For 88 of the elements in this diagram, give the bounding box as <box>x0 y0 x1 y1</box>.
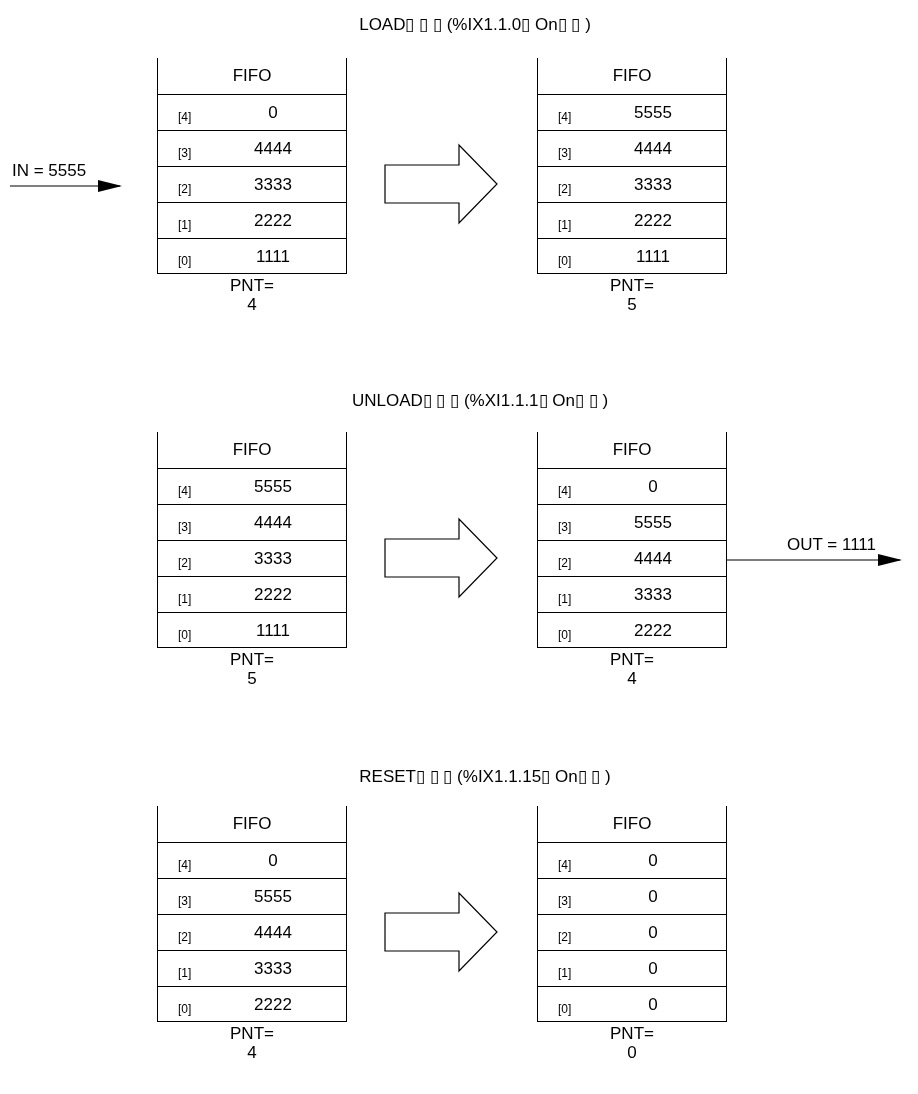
pointer-value: PNT= 5 <box>229 650 275 688</box>
cell-value: 5555 <box>253 475 293 498</box>
cell-value: 3333 <box>633 583 673 606</box>
table-header: FIFO <box>612 65 652 88</box>
cell-value: 4444 <box>633 137 673 160</box>
index-label: [0] <box>558 1001 572 1018</box>
index-label: [3] <box>558 893 572 910</box>
index-label: [3] <box>558 519 572 536</box>
cell-value: 0 <box>647 475 659 498</box>
fifo-table <box>537 432 727 648</box>
cell-value: 3333 <box>253 173 293 196</box>
index-label: [4] <box>178 857 192 874</box>
fifo-table <box>157 58 347 274</box>
section-title: UNLOAD▯ ▯ ▯ (%XI1.1.1▯ On▯ ▯ ) <box>351 390 609 412</box>
cell-value: 2222 <box>633 209 673 232</box>
cell-value: 3333 <box>253 957 293 980</box>
index-label: [1] <box>178 591 192 608</box>
cell-value: 4444 <box>633 547 673 570</box>
index-label: [2] <box>558 929 572 946</box>
table-header: FIFO <box>232 439 272 462</box>
index-label: [3] <box>178 893 192 910</box>
cell-value: 2222 <box>253 583 293 606</box>
index-label: [0] <box>178 627 192 644</box>
pointer-value: PNT= 4 <box>229 276 275 314</box>
block-arrow <box>384 143 498 225</box>
fifo-table <box>157 432 347 648</box>
block-arrow <box>384 517 498 599</box>
index-label: [1] <box>558 965 572 982</box>
index-label: [1] <box>558 217 572 234</box>
index-label: [4] <box>178 483 192 500</box>
cell-value: 0 <box>267 101 279 124</box>
cell-value: 1111 <box>254 619 291 642</box>
index-label: [0] <box>178 253 192 270</box>
cell-value: 4444 <box>253 921 293 944</box>
index-label: [2] <box>178 929 192 946</box>
fifo-table <box>537 58 727 274</box>
index-label: [0] <box>178 1001 192 1018</box>
cell-value: 0 <box>647 957 659 980</box>
cell-value: 0 <box>647 849 659 872</box>
cell-value: 5555 <box>633 511 673 534</box>
cell-value: 3333 <box>253 547 293 570</box>
cell-value: 0 <box>647 993 659 1016</box>
index-label: [4] <box>558 109 572 126</box>
index-label: [2] <box>178 181 192 198</box>
edge-label: IN = 5555 <box>12 160 87 182</box>
cell-value: 0 <box>647 921 659 944</box>
cell-value: 4444 <box>253 511 293 534</box>
section-title: LOAD▯ ▯ ▯ (%IX1.1.0▯ On▯ ▯ ) <box>359 14 591 36</box>
index-label: [1] <box>178 217 192 234</box>
index-label: [3] <box>178 519 192 536</box>
index-label: [3] <box>178 145 192 162</box>
block-arrow <box>384 891 498 973</box>
index-label: [4] <box>558 483 572 500</box>
cell-value: 1111 <box>254 245 291 268</box>
pointer-value: PNT= 5 <box>609 276 655 314</box>
table-header: FIFO <box>612 439 652 462</box>
fifo-table <box>157 806 347 1022</box>
index-label: [1] <box>558 591 572 608</box>
index-label: [0] <box>558 253 572 270</box>
index-label: [0] <box>558 627 572 644</box>
arrow <box>726 554 902 566</box>
table-header: FIFO <box>612 813 652 836</box>
index-label: [2] <box>178 555 192 572</box>
cell-value: 0 <box>647 885 659 908</box>
cell-value: 1111 <box>634 245 671 268</box>
table-header: FIFO <box>232 813 272 836</box>
index-label: [4] <box>558 857 572 874</box>
cell-value: 2222 <box>633 619 673 642</box>
cell-value: 5555 <box>253 885 293 908</box>
cell-value: 2222 <box>253 209 293 232</box>
index-label: [2] <box>558 181 572 198</box>
pointer-value: PNT= 0 <box>609 1024 655 1062</box>
cell-value: 2222 <box>253 993 293 1016</box>
cell-value: 3333 <box>633 173 673 196</box>
edge-label: OUT = 1111 <box>787 534 876 556</box>
arrow <box>9 180 122 192</box>
section-title: RESET▯ ▯ ▯ (%IX1.1.15▯ On▯ ▯ ) <box>359 766 611 788</box>
cell-value: 5555 <box>633 101 673 124</box>
table-header: FIFO <box>232 65 272 88</box>
index-label: [4] <box>178 109 192 126</box>
index-label: [1] <box>178 965 192 982</box>
index-label: [3] <box>558 145 572 162</box>
pointer-value: PNT= 4 <box>609 650 655 688</box>
index-label: [2] <box>558 555 572 572</box>
pointer-value: PNT= 4 <box>229 1024 275 1062</box>
cell-value: 0 <box>267 849 279 872</box>
fifo-table <box>537 806 727 1022</box>
cell-value: 4444 <box>253 137 293 160</box>
